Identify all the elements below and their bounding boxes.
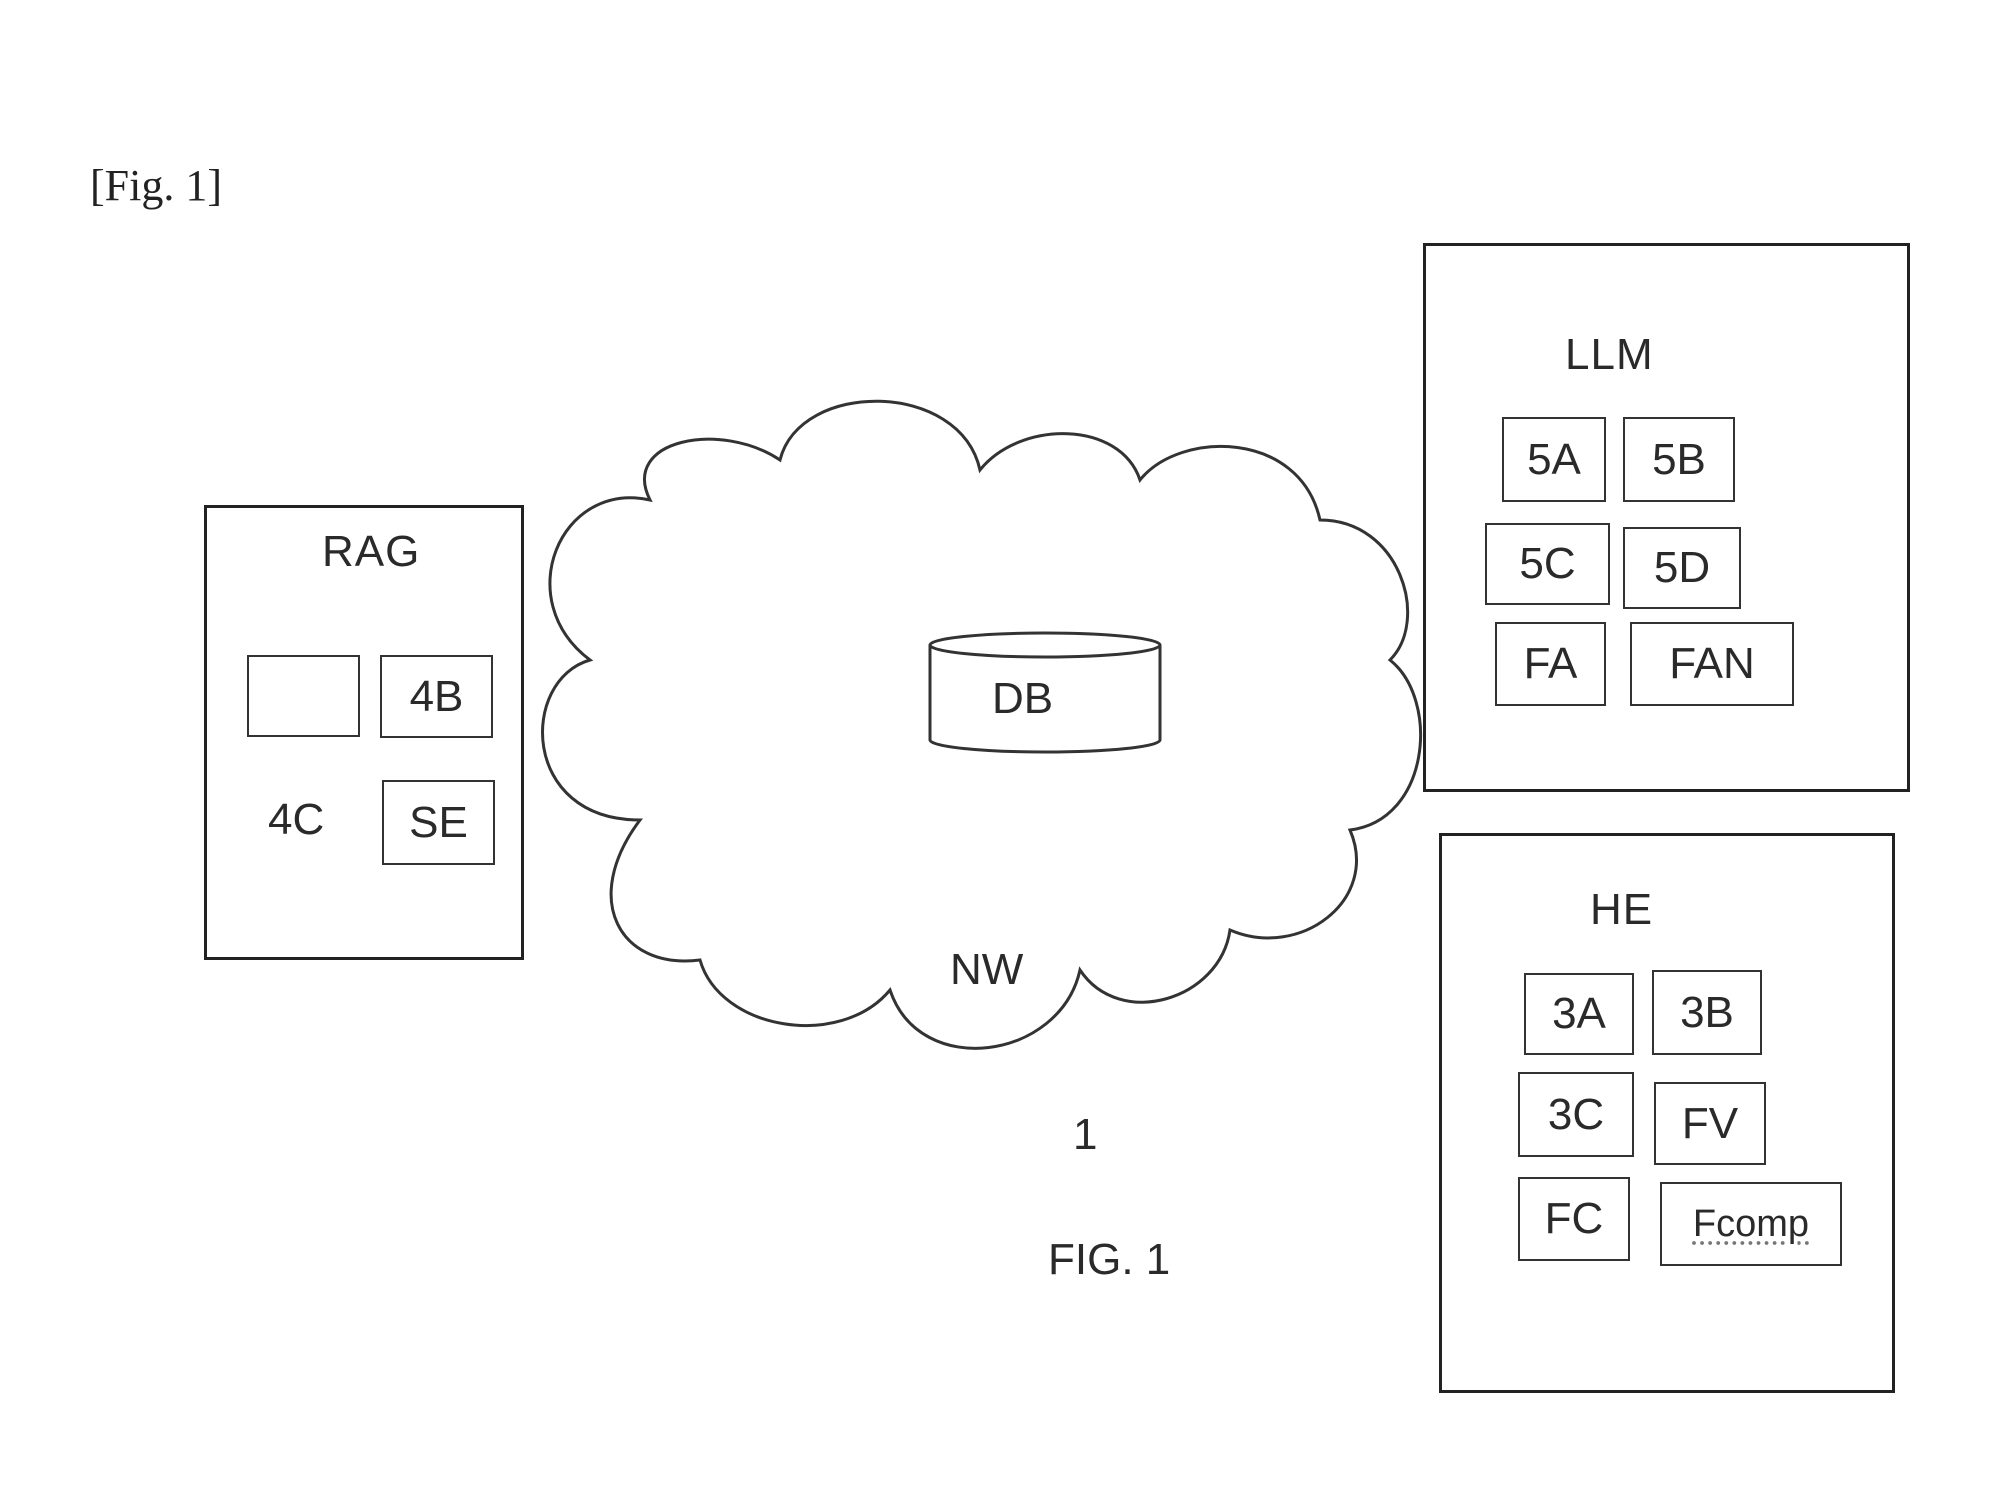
he-item-fv[interactable]: FV: [1654, 1082, 1766, 1165]
rag-item-4c[interactable]: 4C: [268, 795, 325, 844]
rag-item-4b[interactable]: 4B: [380, 655, 493, 738]
he-item-fcomp[interactable]: Fcomp: [1660, 1182, 1842, 1266]
llm-item-5c[interactable]: 5C: [1485, 523, 1610, 605]
rag-icon-box[interactable]: [247, 655, 360, 737]
he-item-fc[interactable]: FC: [1518, 1177, 1630, 1261]
he-item-3c[interactable]: 3C: [1518, 1072, 1634, 1157]
rag-item-se[interactable]: SE: [382, 780, 495, 865]
llm-item-5b[interactable]: 5B: [1623, 417, 1735, 502]
llm-item-5d[interactable]: 5D: [1623, 527, 1741, 609]
rag-panel-title: RAG: [322, 527, 421, 576]
llm-panel-title: LLM: [1565, 330, 1654, 379]
figure-caption: FIG. 1: [1048, 1235, 1171, 1284]
reference-numeral: 1: [1073, 1110, 1098, 1159]
database-label: DB: [992, 674, 1054, 723]
database-icon: [928, 631, 1162, 754]
llm-item-fa[interactable]: FA: [1495, 622, 1606, 706]
he-item-3b[interactable]: 3B: [1652, 970, 1762, 1055]
llm-panel: [1423, 243, 1910, 792]
network-label: NW: [950, 945, 1024, 994]
llm-item-5a[interactable]: 5A: [1502, 417, 1606, 502]
he-panel-title: HE: [1590, 885, 1654, 934]
llm-item-fan[interactable]: FAN: [1630, 622, 1794, 706]
he-item-fcomp-label: Fcomp: [1692, 1202, 1810, 1245]
figure-header: [Fig. 1]: [90, 161, 222, 210]
he-item-3a[interactable]: 3A: [1524, 973, 1634, 1055]
